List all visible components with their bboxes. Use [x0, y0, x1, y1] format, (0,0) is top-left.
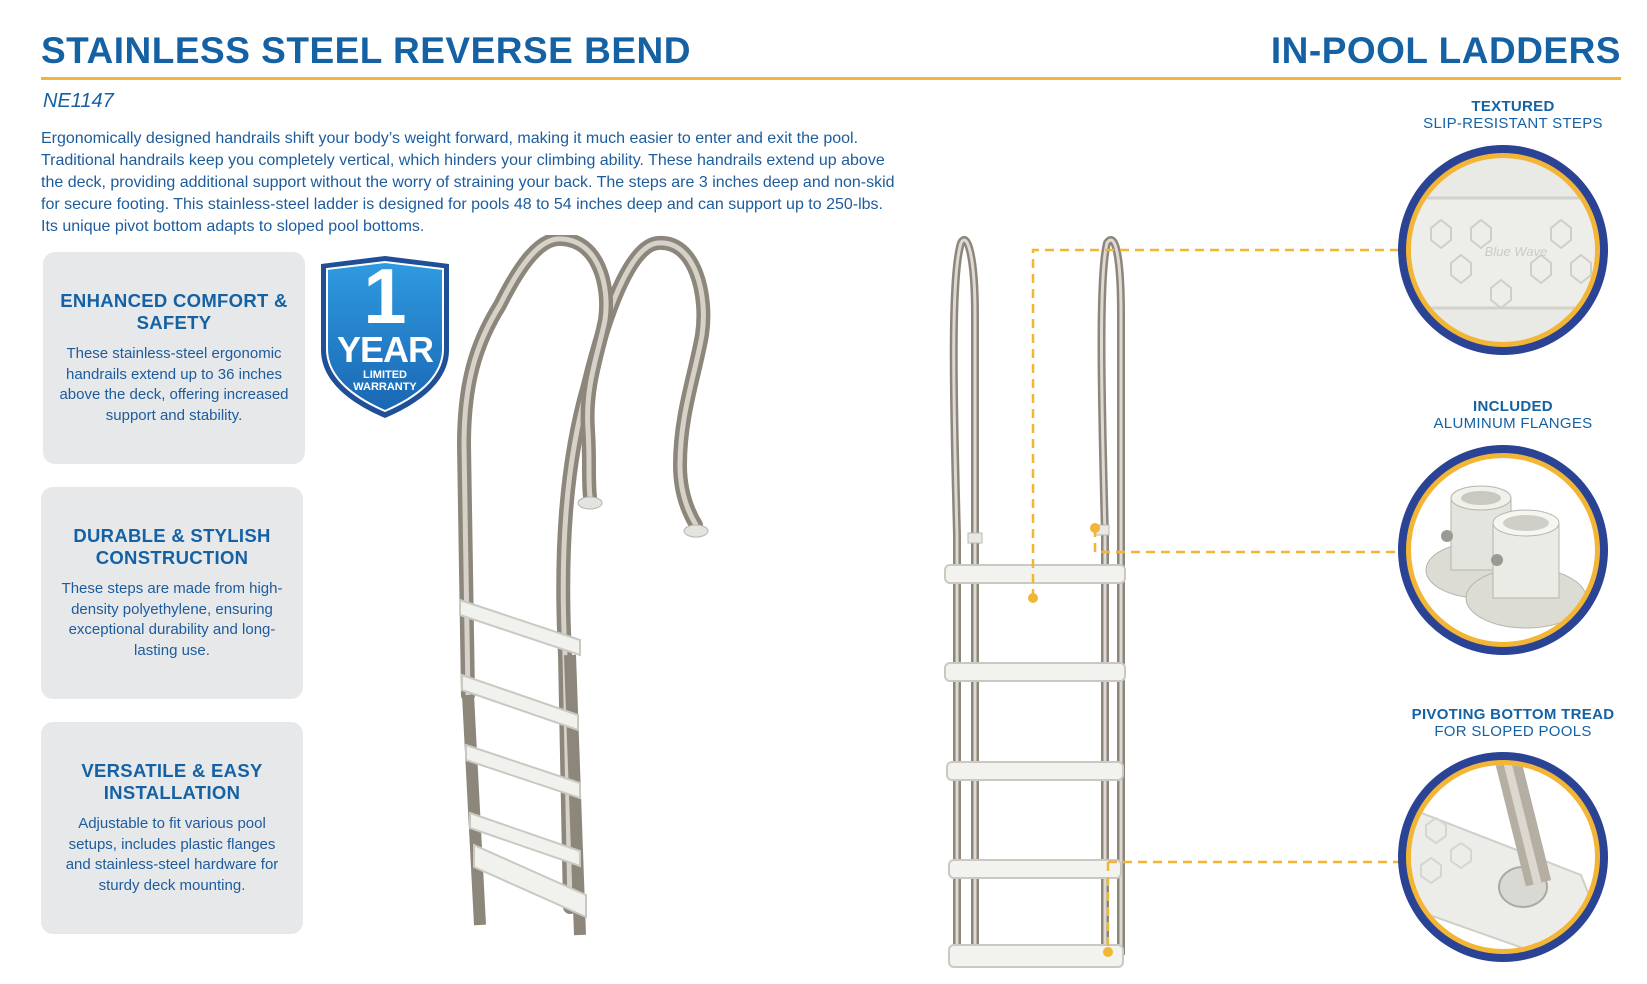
warranty-number: 1	[363, 252, 407, 340]
callout-title: TEXTURED	[1471, 98, 1555, 115]
feature-text: These stainless-steel ergonomic handrail…	[59, 345, 289, 424]
textured-step-image	[1411, 196, 1595, 310]
model-number: NE1147	[43, 90, 114, 112]
callout-steps: TEXTURED SLIP-RESISTANT STEPS	[1398, 98, 1628, 132]
feature-title: DURABLE & STYLISH CONSTRUCTION	[73, 525, 271, 568]
callout-title: PIVOTING BOTTOM TREAD	[1411, 706, 1615, 723]
callout-subtitle: SLIP-RESISTANT STEPS	[1423, 115, 1603, 132]
product-description: Ergonomically designed handrails shift y…	[41, 130, 895, 235]
feature-card-comfort: ENHANCED COMFORT & SAFETY These stainles…	[43, 252, 305, 464]
feature-card-install: VERSATILE & EASY INSTALLATION Adjustable…	[41, 722, 303, 934]
shield-icon	[321, 256, 449, 418]
page-title-left: STAINLESS STEEL REVERSE BEND	[41, 30, 691, 71]
step-logo-text: Blue Wave	[1484, 244, 1548, 259]
ladder-front-image	[944, 236, 1126, 968]
feature-card-durable: DURABLE & STYLISH CONSTRUCTION These ste…	[41, 487, 303, 699]
ladder-angled-image	[456, 235, 711, 936]
warranty-word: YEAR	[336, 329, 434, 370]
warranty-badge: 1 YEAR LIMITED WARRANTY	[318, 254, 452, 420]
page-title-right: IN-POOL LADDERS	[1270, 30, 1621, 71]
callout-flanges: INCLUDED ALUMINUM FLANGES	[1398, 398, 1628, 432]
callout-subtitle: FOR SLOPED POOLS	[1434, 723, 1592, 740]
callout-subtitle: ALUMINUM FLANGES	[1433, 415, 1593, 432]
feature-title: ENHANCED COMFORT & SAFETY	[60, 290, 288, 333]
callout-title: INCLUDED	[1473, 398, 1553, 415]
feature-title: VERSATILE & EASY INSTALLATION	[81, 760, 263, 803]
detail-circle-pivot	[1398, 752, 1608, 962]
warranty-line2: WARRANTY	[353, 381, 417, 393]
flange-image	[1425, 485, 1587, 629]
header-divider	[41, 77, 1621, 80]
pivot-tread-image	[1411, 765, 1595, 949]
warranty-line1: LIMITED	[363, 369, 407, 381]
detail-circle-flanges	[1398, 445, 1608, 655]
detail-circle-steps: Blue Wave	[1398, 145, 1608, 355]
feature-text: Adjustable to fit various pool setups, i…	[65, 815, 279, 894]
callout-pivot: PIVOTING BOTTOM TREAD FOR SLOPED POOLS	[1398, 706, 1628, 740]
feature-text: These steps are made from high-density p…	[61, 580, 283, 659]
